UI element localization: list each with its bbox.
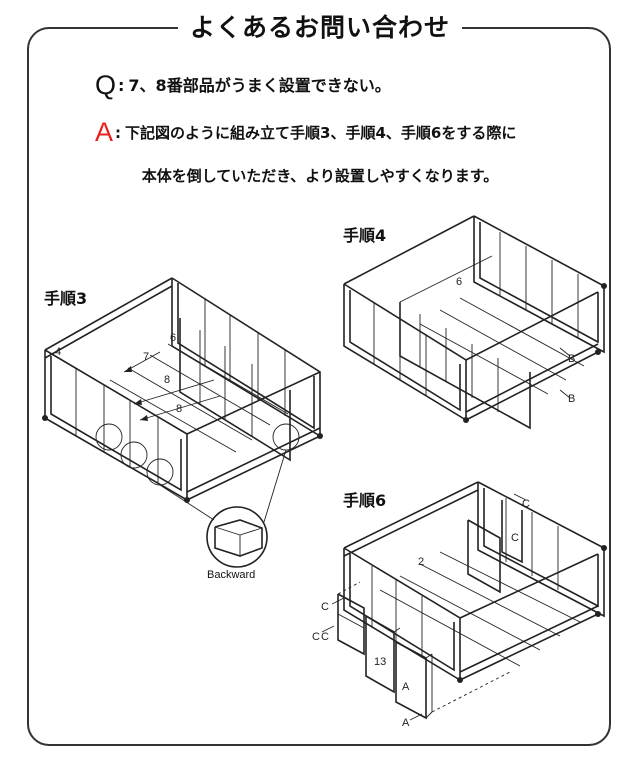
step6-part-c1: C — [321, 601, 329, 613]
step6-part-a2: A — [402, 717, 410, 729]
step6-part-c2: C — [312, 631, 320, 643]
step3-part-8b: 8 — [176, 403, 182, 415]
step6-label: 手順6 — [343, 491, 387, 510]
step6-part-a1: A — [402, 681, 410, 693]
step3-illustration: 4 6 7 8 8 Backward — [42, 277, 323, 581]
step4-part-6: 6 — [456, 276, 462, 288]
step6-part-c5: C — [511, 532, 519, 544]
step4-part-b2: B — [568, 393, 575, 405]
step3-part-7: 7 — [143, 351, 149, 363]
question-colon: : — [118, 76, 125, 95]
question-mark: Q — [95, 70, 117, 100]
step6-part-c3: C — [321, 631, 329, 643]
step4-part-b1: B — [568, 353, 575, 365]
step3-part-4: 4 — [55, 346, 61, 358]
step4-illustration: 6 B B — [343, 215, 607, 430]
step6-part-13: 13 — [374, 656, 386, 668]
step3-part-8a: 8 — [164, 374, 170, 386]
answer-text-line1: 下記図のように組み立て手順3、手順4、手順6をする際に — [125, 124, 517, 142]
answer-line: A:下記図のように組み立て手順3、手順4、手順6をする際に — [95, 117, 516, 148]
step6-part-c4: C — [522, 498, 530, 510]
step6-part-2: 2 — [418, 556, 424, 568]
answer-mark: A — [95, 117, 114, 147]
page-title: よくあるお問い合わせ — [177, 8, 462, 44]
backward-label: Backward — [207, 569, 255, 581]
question-line: Q:7、8番部品がうまく設置できない。 — [95, 70, 391, 101]
answer-colon: : — [115, 124, 122, 142]
step6-illustration: 2 13 C C C C C A A — [312, 481, 607, 729]
step4-label: 手順4 — [343, 226, 387, 245]
answer-text-line2: 本体を倒していただき、より設置しやすくなります。 — [141, 167, 499, 185]
step3-label: 手順3 — [44, 289, 88, 308]
question-text: 7、8番部品がうまく設置できない。 — [128, 76, 391, 95]
step3-part-6: 6 — [170, 332, 176, 344]
